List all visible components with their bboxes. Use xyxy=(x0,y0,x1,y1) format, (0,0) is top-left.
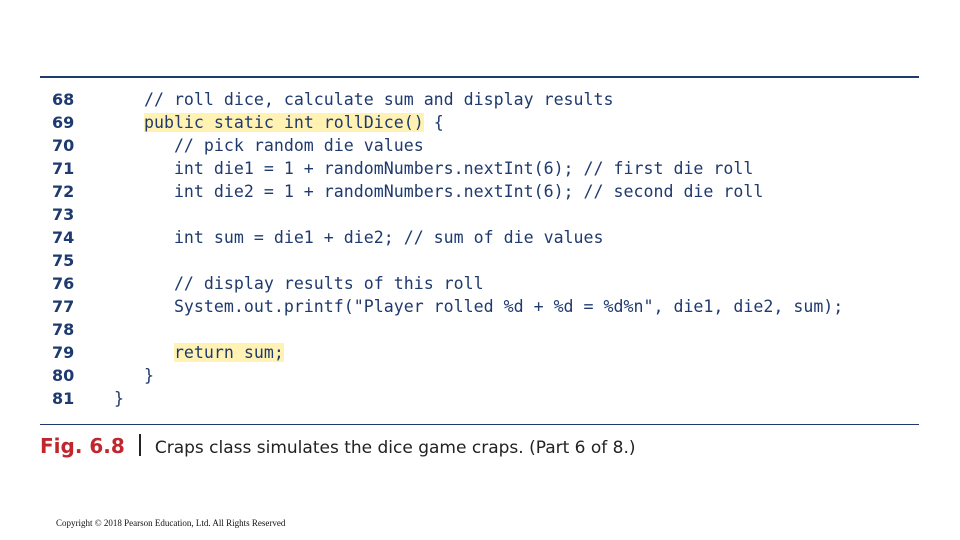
line-number: 80 xyxy=(52,366,75,385)
highlighted-code: return sum; xyxy=(173,343,284,362)
line-number: 69 xyxy=(52,113,75,132)
code-text: int sum = die1 + die2; // sum of die val… xyxy=(173,228,604,247)
code-text: } xyxy=(114,389,124,408)
caption-separator xyxy=(138,434,141,456)
code-text: return sum; xyxy=(104,341,284,364)
line-number: 81 xyxy=(52,389,75,408)
code-line: 81 } xyxy=(0,387,960,410)
highlighted-code: public static int rollDice() xyxy=(143,113,424,132)
line-number: 77 xyxy=(52,297,75,316)
code-line: 72 int die2 = 1 + randomNumbers.nextInt(… xyxy=(0,180,960,203)
code-text: public static int rollDice() { xyxy=(143,113,444,132)
line-number: 79 xyxy=(52,343,75,362)
code-line: 69 public static int rollDice() { xyxy=(0,111,960,134)
line-number: 75 xyxy=(52,251,75,270)
code-text: // roll dice, calculate sum and display … xyxy=(143,90,614,109)
line-number: 68 xyxy=(52,90,75,109)
code-text: // pick random die values xyxy=(173,136,424,155)
code-line: 78 xyxy=(0,318,960,341)
code-line: 70 // pick random die values xyxy=(0,134,960,157)
line-number: 72 xyxy=(52,182,75,201)
code-line: 77 System.out.printf("Player rolled %d +… xyxy=(0,295,960,318)
code-text: int die2 = 1 + randomNumbers.nextInt(6);… xyxy=(173,182,764,201)
figure-caption: Fig. 6.8 Craps class simulates the dice g… xyxy=(40,434,920,464)
copyright-notice: Copyright © 2018 Pearson Education, Ltd.… xyxy=(56,518,286,528)
code-line: 75 xyxy=(0,249,960,272)
line-number: 74 xyxy=(52,228,75,247)
line-number: 71 xyxy=(52,159,75,178)
caption-text: Craps class simulates the dice game crap… xyxy=(154,438,636,458)
code-line: 73 xyxy=(0,203,960,226)
bottom-rule xyxy=(40,424,919,425)
code-text: } xyxy=(143,366,154,385)
code-line: 74 int sum = die1 + die2; // sum of die … xyxy=(0,226,960,249)
figure-label: Fig. 6.8 xyxy=(40,434,125,458)
code-line: 76 // display results of this roll xyxy=(0,272,960,295)
line-number: 76 xyxy=(52,274,75,293)
code-line: 79 return sum; xyxy=(0,341,960,364)
code-line: 71 int die1 = 1 + randomNumbers.nextInt(… xyxy=(0,157,960,180)
code-line: 68 // roll dice, calculate sum and displ… xyxy=(0,88,960,111)
code-line: 80 } xyxy=(0,364,960,387)
line-number: 73 xyxy=(52,205,75,224)
code-text: // display results of this roll xyxy=(173,274,484,293)
top-rule xyxy=(40,76,919,78)
line-number: 70 xyxy=(52,136,75,155)
code-text: System.out.printf("Player rolled %d + %d… xyxy=(173,297,844,316)
line-number: 78 xyxy=(52,320,75,339)
code-text: int die1 = 1 + randomNumbers.nextInt(6);… xyxy=(173,159,754,178)
